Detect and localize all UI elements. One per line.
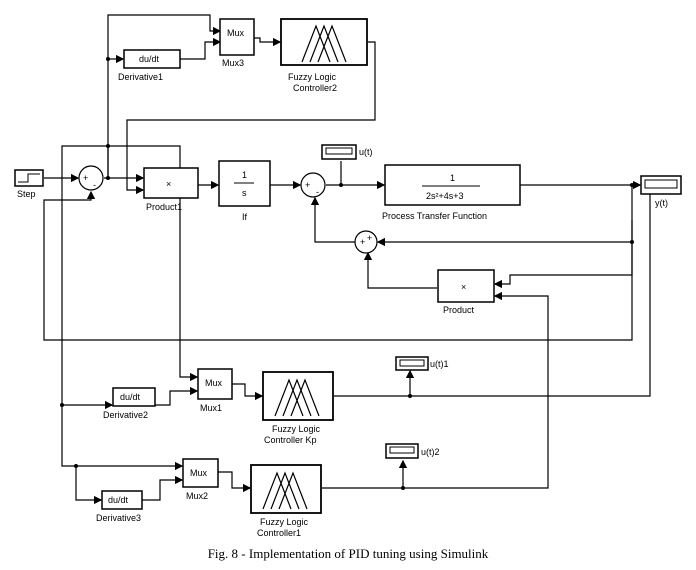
mux3-label: Mux3 (222, 58, 244, 68)
mux1-text: Mux (205, 378, 223, 388)
sum-block-1[interactable]: + - (78, 165, 104, 191)
flckp-label-2: Controller Kp (264, 435, 317, 445)
product1-label: Product1 (146, 202, 182, 212)
derivative2-block[interactable]: du/dt Derivative2 (103, 387, 156, 420)
scope-y-label: y(t) (655, 198, 668, 208)
sum3-plus-1: + (360, 237, 365, 247)
fuzzy-controller-1-block[interactable]: Fuzzy Logic Controller1 (250, 464, 322, 538)
mux1-label: Mux1 (200, 403, 222, 413)
derivative1-label: Derivative1 (118, 72, 163, 82)
product-symbol: × (461, 282, 466, 292)
scope-u1-block[interactable]: u(t)1 (395, 356, 449, 371)
process-den: 2s²+4s+3 (426, 191, 464, 201)
product1-symbol: × (166, 179, 171, 189)
mux2-text: Mux (190, 468, 208, 478)
scope-u-label: u(t) (359, 147, 373, 157)
derivative3-label: Derivative3 (96, 513, 141, 523)
process-num: 1 (450, 173, 455, 183)
flc2-label-2: Controller2 (293, 83, 337, 93)
derivative1-block[interactable]: du/dt Derivative1 (118, 49, 181, 82)
flc1-label-2: Controller1 (257, 528, 301, 538)
mux2-label: Mux2 (186, 491, 208, 501)
derivative3-text: du/dt (108, 495, 129, 505)
scope-u1-label: u(t)1 (430, 359, 449, 369)
sum1-minus: - (93, 180, 96, 190)
integrator-num: 1 (242, 170, 247, 180)
process-label: Process Transfer Function (382, 211, 487, 221)
figure-caption: Fig. 8 - Implementation of PID tuning us… (207, 546, 489, 561)
flc2-label-1: Fuzzy Logic (288, 72, 337, 82)
derivative2-text: du/dt (120, 392, 141, 402)
derivative1-text: du/dt (139, 54, 160, 64)
flc1-label-1: Fuzzy Logic (260, 517, 309, 527)
product-block[interactable]: × Product (437, 269, 495, 315)
sum3-plus-2: + (367, 233, 372, 243)
scope-u-block[interactable]: u(t) (321, 144, 373, 160)
sum-block-2[interactable]: + - (300, 172, 326, 198)
flckp-label-1: Fuzzy Logic (272, 424, 321, 434)
scope-y-block[interactable]: y(t) (640, 175, 682, 208)
mux3-text: Mux (227, 28, 245, 38)
mux1-block[interactable]: Mux Mux1 (197, 368, 233, 413)
sum-block-3[interactable]: + + (354, 230, 378, 254)
sum1-plus: + (83, 173, 88, 183)
scope-u2-block[interactable]: u(t)2 (385, 443, 440, 459)
step-label: Step (17, 189, 36, 199)
derivative3-block[interactable]: du/dt Derivative3 (96, 490, 143, 523)
sum2-plus: + (305, 180, 310, 190)
fuzzy-controller-kp-block[interactable]: Fuzzy Logic Controller Kp (262, 371, 334, 445)
fuzzy-controller-2-block[interactable]: Fuzzy Logic Controller2 (280, 18, 368, 93)
integrator-block[interactable]: 1 s If (218, 160, 271, 222)
signal-wires (43, 14, 651, 505)
process-transfer-function-block[interactable]: 1 2s²+4s+3 Process Transfer Function (382, 164, 521, 221)
derivative2-label: Derivative2 (103, 410, 148, 420)
mux2-block[interactable]: Mux Mux2 (182, 458, 219, 501)
scope-u2-label: u(t)2 (421, 447, 440, 457)
integrator-den: s (242, 188, 247, 198)
step-block[interactable]: Step (14, 169, 44, 199)
product1-block[interactable]: × Product1 (143, 167, 199, 212)
integrator-label: If (242, 212, 248, 222)
product-label: Product (443, 305, 475, 315)
sum2-minus: - (316, 187, 319, 197)
mux3-block[interactable]: Mux Mux3 (219, 18, 255, 68)
junction-dots (60, 57, 634, 490)
